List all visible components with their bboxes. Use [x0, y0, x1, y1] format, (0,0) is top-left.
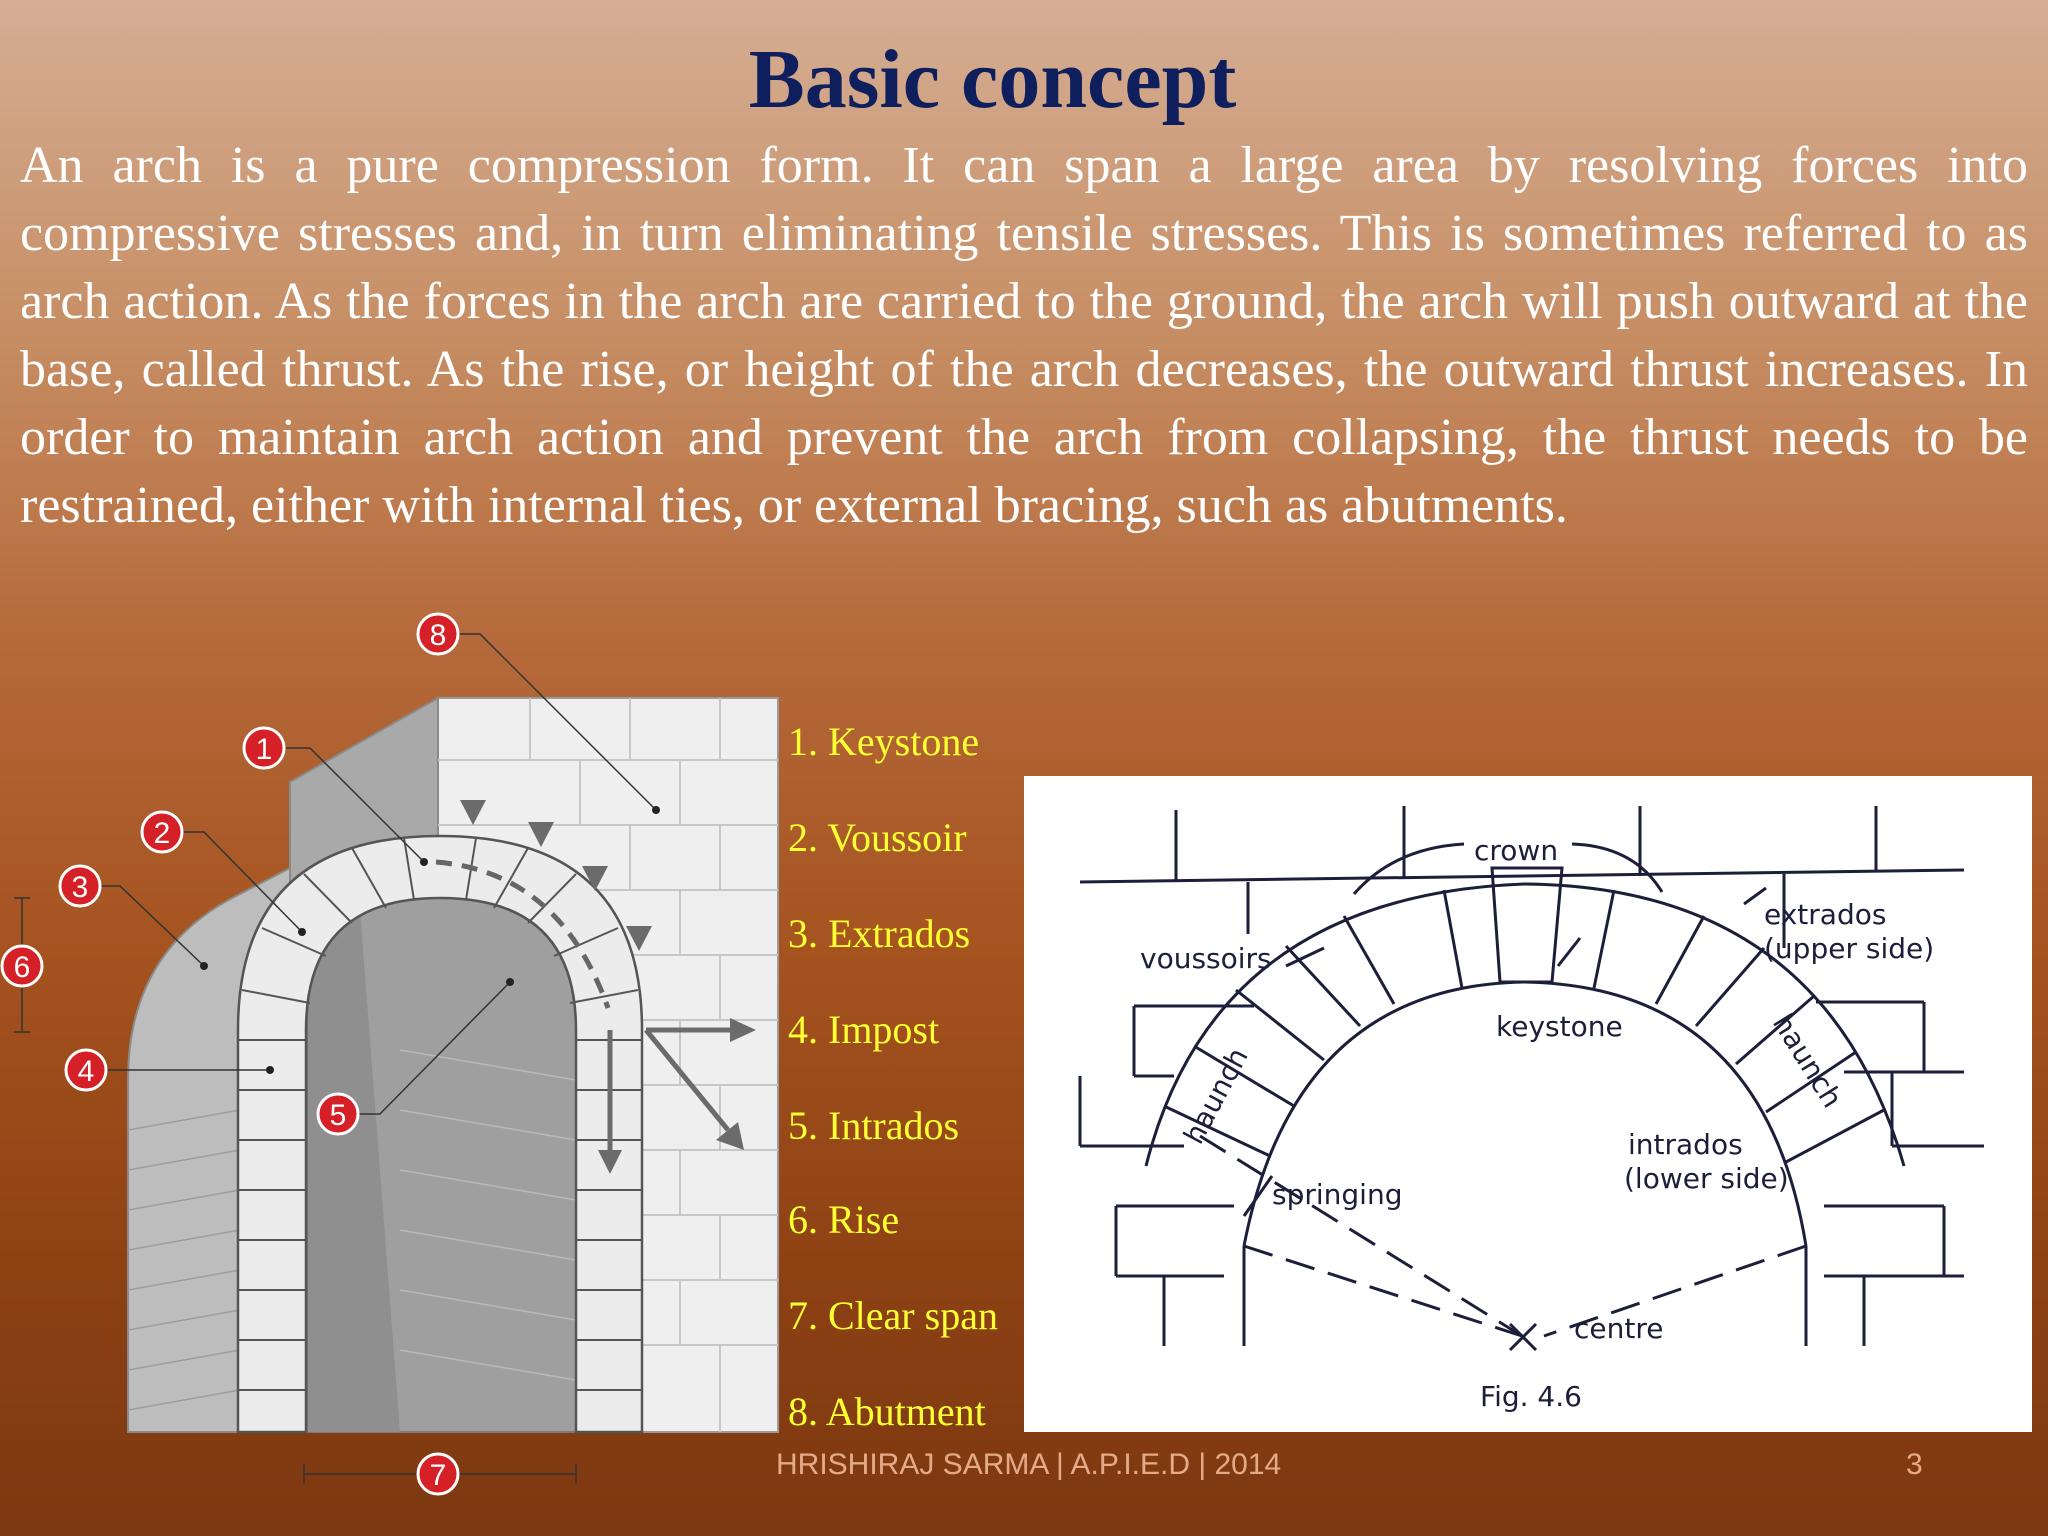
legend-item-impost: 4. Impost	[788, 1007, 940, 1052]
arch-sketch: crown extrados (upper side) voussoirs ke…	[1078, 806, 1984, 1413]
legend-item-clear-span: 7. Clear span	[788, 1293, 998, 1338]
legend-item-keystone: 1. Keystone	[788, 719, 980, 764]
arch-illustration: 8 1 2 3 6 4 5 7	[0, 612, 779, 1496]
arch-diagram: 8 1 2 3 6 4 5 7	[0, 610, 790, 1510]
label-keystone: keystone	[1496, 1010, 1623, 1043]
marker-1-label: 1	[256, 733, 273, 766]
marker-2-label: 2	[154, 817, 171, 850]
marker-5: 5	[316, 1092, 360, 1136]
legend-item-rise: 6. Rise	[788, 1197, 900, 1242]
arch-line-drawing: crown extrados (upper side) voussoirs ke…	[1024, 776, 2032, 1432]
footer-credit: HRISHIRAJ SARMA | A.P.I.E.D | 2014	[776, 1448, 1282, 1481]
label-voussoirs: voussoirs	[1140, 942, 1272, 975]
marker-8: 8	[416, 612, 460, 656]
legend-item-voussoir: 2. Voussoir	[788, 815, 967, 860]
figure-caption: Fig. 4.6	[1480, 1380, 1582, 1413]
label-upper-side: (upper side)	[1764, 932, 1934, 965]
marker-3: 3	[58, 864, 102, 908]
marker-1: 1	[242, 726, 286, 770]
marker-2: 2	[140, 810, 184, 854]
marker-6: 6	[0, 944, 44, 988]
marker-4: 4	[64, 1048, 108, 1092]
marker-8-label: 8	[430, 619, 447, 652]
marker-3-label: 3	[72, 871, 89, 904]
legend-item-intrados: 5. Intrados	[788, 1103, 960, 1148]
label-intrados: intrados	[1628, 1128, 1743, 1161]
label-centre: centre	[1574, 1312, 1663, 1345]
label-lower-side: (lower side)	[1624, 1162, 1789, 1195]
body-paragraph: An arch is a pure compression form. It c…	[20, 137, 2028, 534]
legend-item-extrados: 3. Extrados	[788, 911, 971, 956]
page-number: 3	[1906, 1448, 1923, 1481]
marker-4-label: 4	[78, 1055, 95, 1088]
marker-5-label: 5	[330, 1099, 347, 1132]
legend-item-abutment: 8. Abutment	[788, 1389, 986, 1434]
marker-6-label: 6	[14, 951, 31, 984]
marker-7-label: 7	[430, 1459, 447, 1492]
label-crown: crown	[1474, 834, 1558, 867]
label-springing: springing	[1272, 1178, 1402, 1211]
label-extrados: extrados	[1764, 898, 1886, 931]
slide-title: Basic concept	[748, 33, 1237, 126]
marker-7: 7	[416, 1452, 460, 1496]
